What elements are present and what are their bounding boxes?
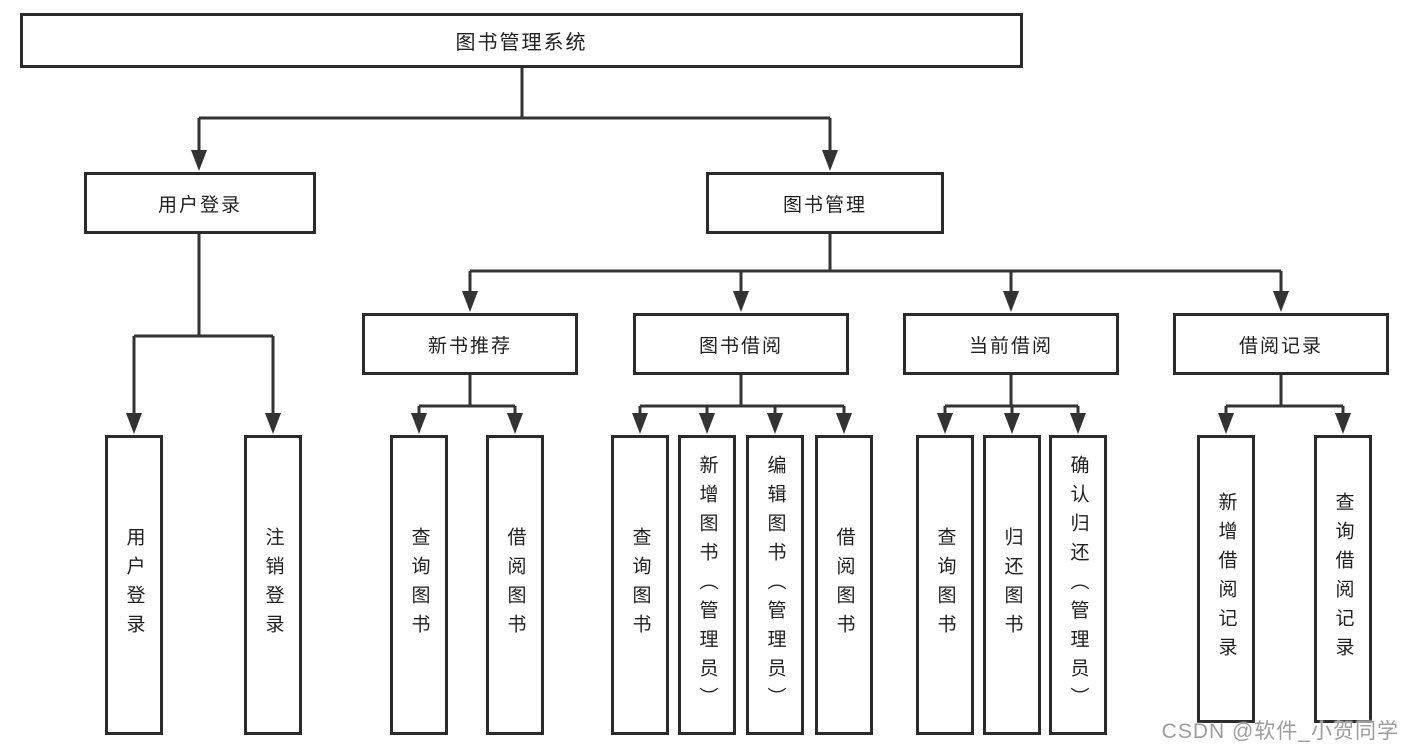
- leaf-edit-books-admin: 编辑图书（管理员）: [746, 435, 804, 735]
- node-book-management: 图书管理: [706, 172, 944, 234]
- leaf-confirm-return-admin: 确认归还（管理员）: [1049, 435, 1107, 735]
- leaf-query-borrow-record: 查询借阅记录: [1314, 435, 1372, 723]
- leaf-user-login: 用户登录: [105, 435, 163, 735]
- leaf-logout: 注销登录: [244, 435, 302, 735]
- leaf-query-books-borrow: 查询图书: [611, 435, 669, 735]
- leaf-add-books-admin: 新增图书（管理员）: [678, 435, 736, 735]
- leaf-query-books-current: 查询图书: [916, 435, 974, 735]
- leaf-borrow-books-recommend: 借阅图书: [486, 435, 544, 735]
- leaf-query-books-recommend: 查询图书: [390, 435, 448, 735]
- node-root-system: 图书管理系统: [20, 13, 1023, 68]
- node-user-login: 用户登录: [84, 172, 316, 234]
- leaf-add-borrow-record: 新增借阅记录: [1197, 435, 1255, 723]
- leaf-borrow-books: 借阅图书: [815, 435, 873, 735]
- node-book-borrow: 图书借阅: [633, 313, 849, 375]
- leaf-return-books: 归还图书: [983, 435, 1041, 735]
- csdn-watermark: CSDN @软件_小贺同学: [1161, 720, 1399, 743]
- node-borrow-records: 借阅记录: [1173, 313, 1389, 375]
- node-new-book-recommend: 新书推荐: [362, 313, 578, 375]
- node-current-borrow: 当前借阅: [903, 313, 1119, 375]
